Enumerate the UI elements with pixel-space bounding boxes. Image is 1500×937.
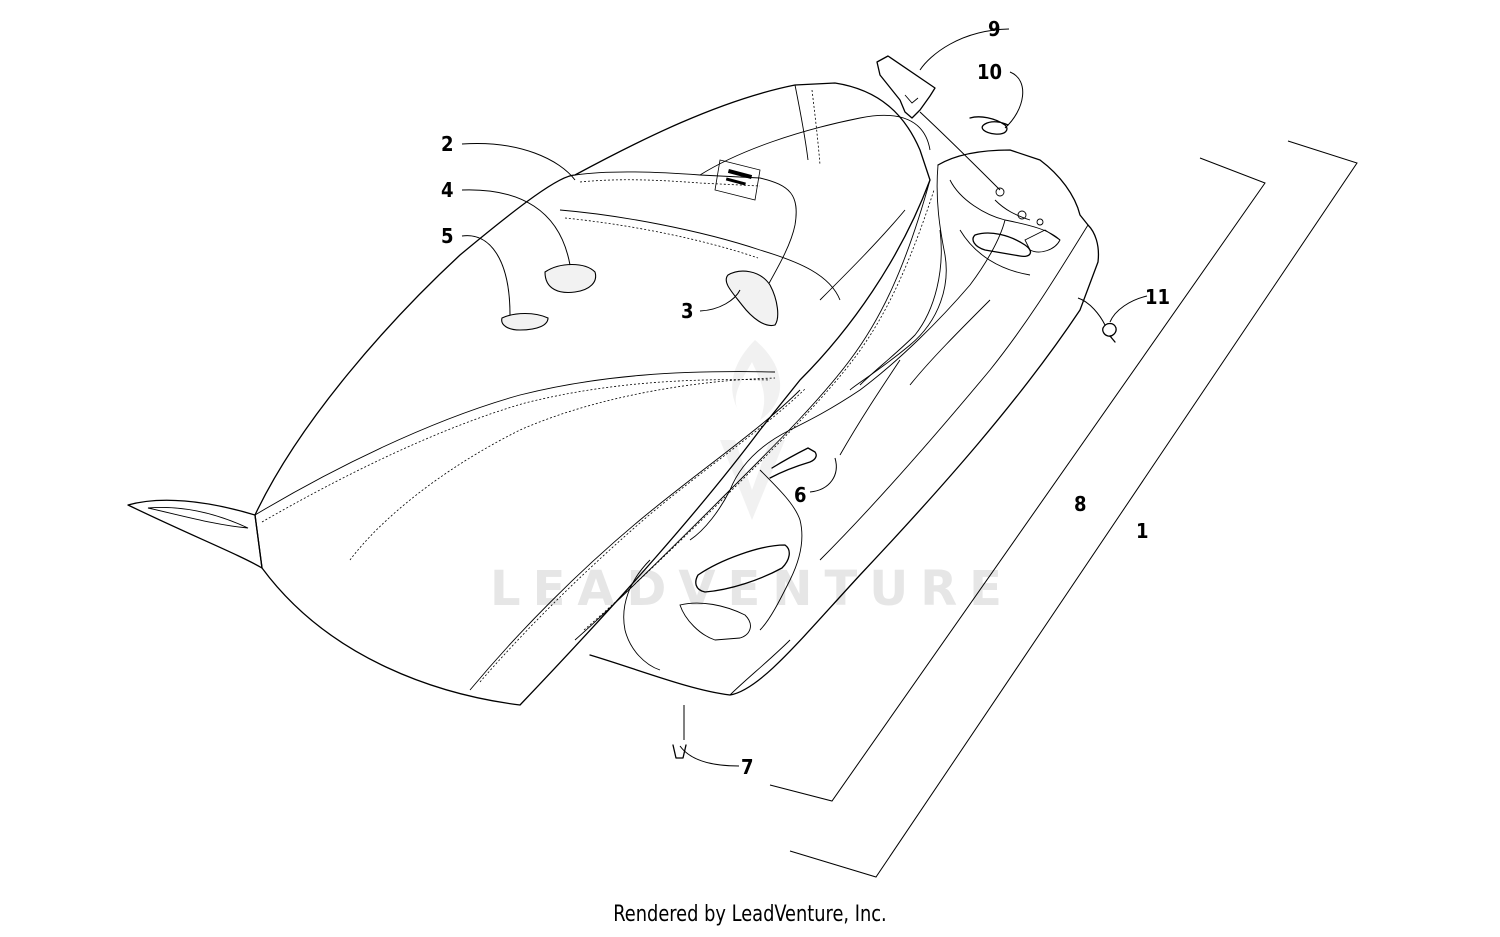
part-7-clip bbox=[672, 744, 687, 759]
seat-logo-decal bbox=[714, 159, 761, 201]
callout-2: 2 bbox=[441, 132, 454, 156]
callout-3: 3 bbox=[681, 299, 694, 323]
foam-pad-4 bbox=[544, 263, 597, 294]
callout-10: 10 bbox=[977, 60, 1002, 84]
part-10-hook bbox=[969, 116, 1009, 135]
watermark-flame-logo bbox=[720, 340, 785, 520]
part-9-bracket bbox=[876, 55, 936, 119]
callout-6: 6 bbox=[794, 483, 807, 507]
callout-7: 7 bbox=[741, 755, 754, 779]
callout-8: 8 bbox=[1074, 492, 1087, 516]
foam-pad-5 bbox=[501, 312, 549, 331]
callout-1: 1 bbox=[1136, 519, 1149, 543]
callout-5: 5 bbox=[441, 224, 454, 248]
footer-credit: Rendered by LeadVenture, Inc. bbox=[613, 902, 887, 927]
seat-base bbox=[589, 149, 1100, 696]
seat-assembly bbox=[127, 82, 935, 706]
callout-4: 4 bbox=[441, 178, 454, 202]
part-11-pin bbox=[1102, 322, 1117, 343]
watermark-text: LEADVENTURE bbox=[490, 561, 1014, 617]
callout-labels: 2 4 5 3 6 7 8 1 9 10 11 bbox=[441, 17, 1170, 779]
leader-lines bbox=[461, 28, 1148, 767]
callout-11: 11 bbox=[1145, 285, 1170, 309]
foam-pad-3 bbox=[725, 270, 779, 327]
watermark: LEADVENTURE bbox=[490, 340, 1014, 617]
part-6-clip bbox=[769, 447, 817, 479]
callout-9: 9 bbox=[988, 17, 1001, 41]
assembly-brackets bbox=[769, 140, 1358, 878]
